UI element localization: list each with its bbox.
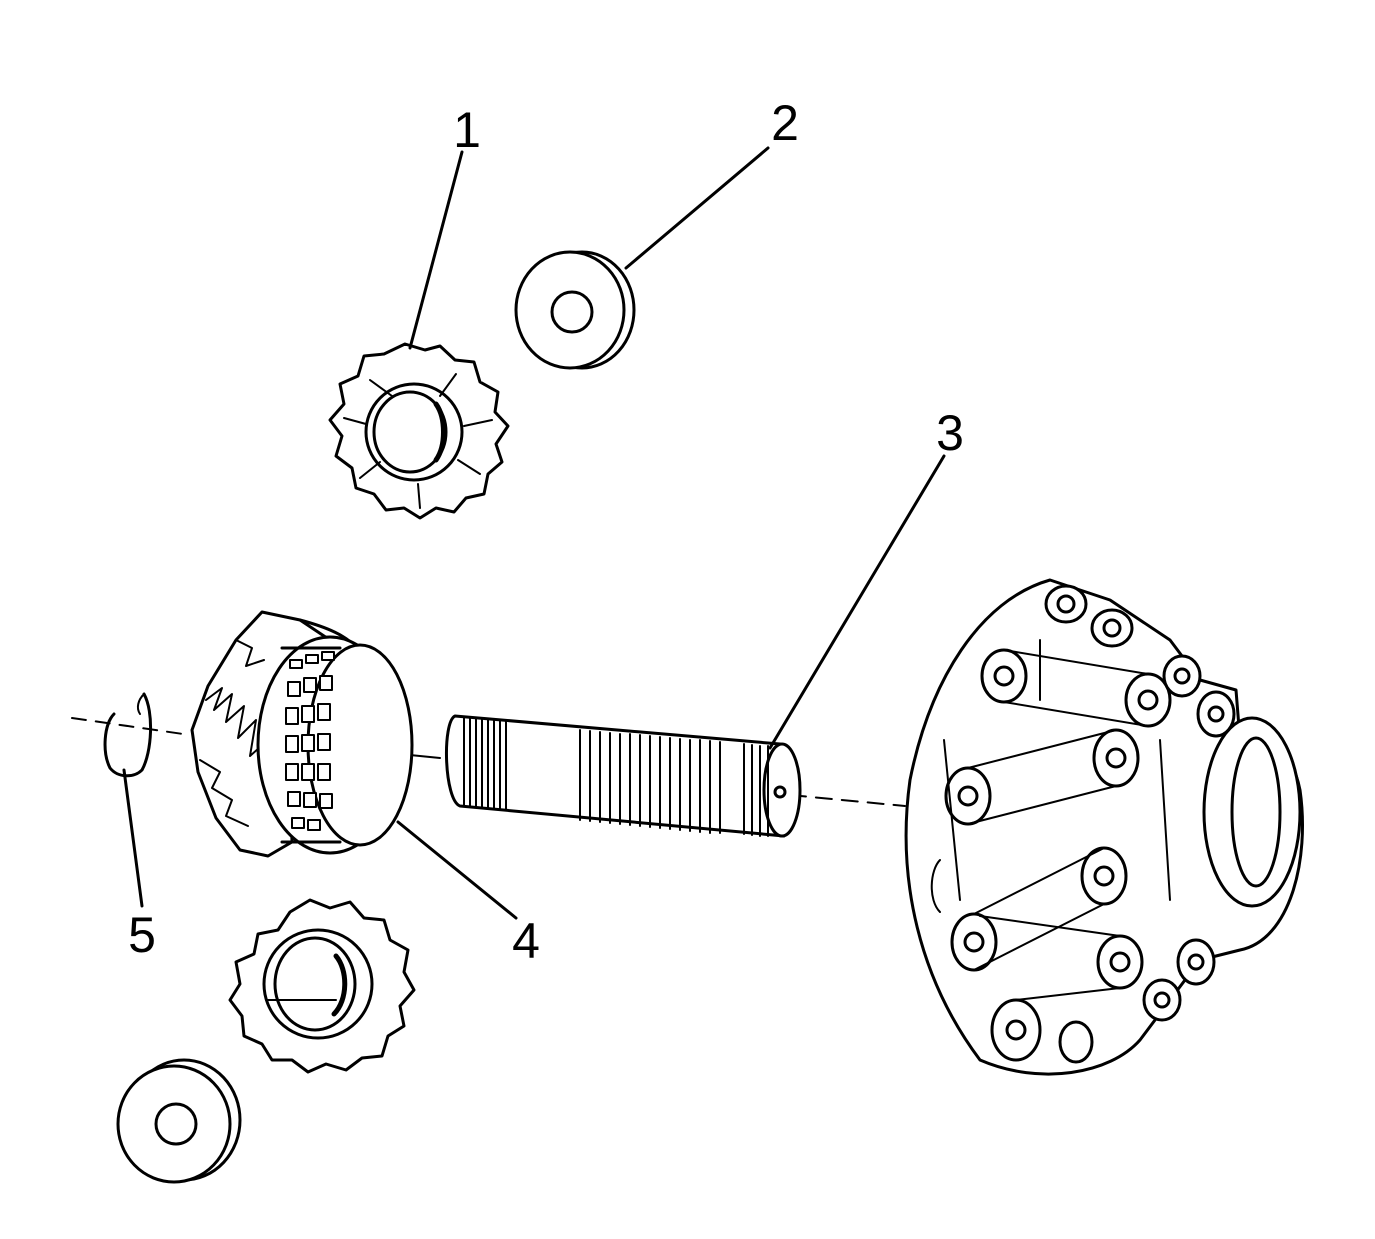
- splined-shaft-part: [444, 714, 802, 838]
- callout-label-1: 1: [453, 102, 481, 158]
- thrust-washer-part: [514, 250, 636, 370]
- leader-lines: [122, 146, 946, 920]
- differential-case-part: [904, 578, 1304, 1076]
- snap-ring-part: [103, 692, 152, 778]
- callout-label-4: 4: [512, 913, 540, 969]
- pinion-gear-lower: [228, 898, 416, 1074]
- thrust-washer-lower: [116, 1058, 242, 1184]
- callout-label-3: 3: [936, 405, 964, 461]
- pinion-gear-part: [328, 342, 510, 520]
- callout-label-5: 5: [128, 907, 156, 963]
- callout-label-2: 2: [771, 95, 799, 151]
- side-gear-part: [190, 610, 414, 858]
